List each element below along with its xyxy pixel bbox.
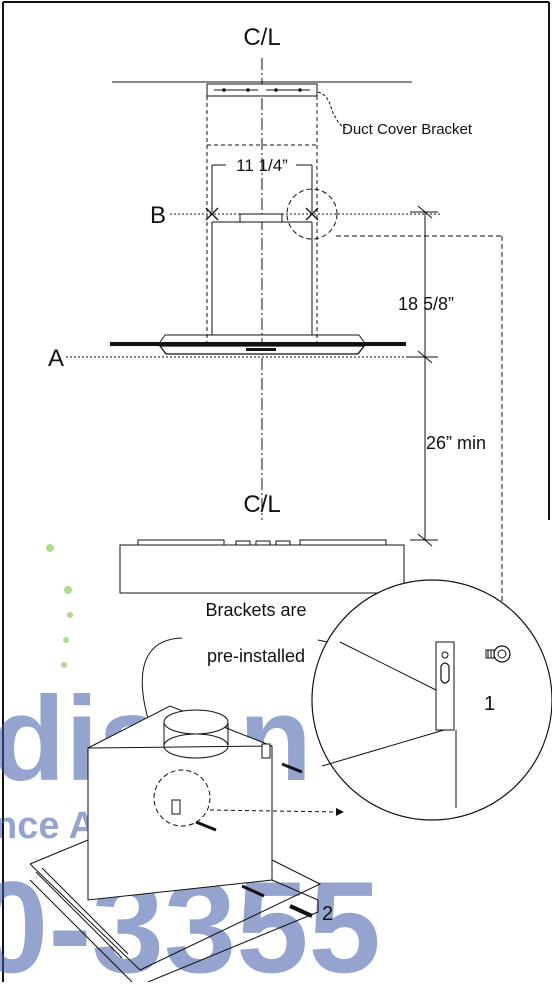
duct-cover-bracket-label: Duct Cover Bracket	[342, 121, 473, 138]
height-dimension: 18 5/8” 26” min	[398, 205, 486, 547]
detail-circle: 1	[311, 579, 552, 821]
brackets-note: Brackets are pre-installed	[141, 600, 431, 791]
step-1-label: 1	[484, 693, 495, 715]
duct-cover-outline	[206, 96, 318, 345]
point-b-label: B	[150, 202, 166, 229]
duct-cover-bracket: Duct Cover Bracket	[112, 81, 473, 138]
step-2-label: 2	[322, 903, 333, 925]
width-dimension: 11 1/4”	[211, 156, 313, 212]
centerline: C/L C/L	[243, 24, 281, 520]
watermark-dot	[64, 586, 72, 594]
height-dim-label: 18 5/8”	[398, 294, 454, 314]
width-dim-label: 11 1/4”	[236, 156, 288, 175]
detail-leader	[336, 235, 506, 616]
cooktop	[119, 539, 405, 594]
watermark-dot	[61, 662, 67, 668]
point-b: B	[150, 188, 440, 240]
brackets-note-line1: Brackets are	[205, 600, 306, 620]
hood-canopy: A	[48, 334, 410, 372]
watermark-dot	[46, 544, 54, 552]
centerline-top-label: C/L	[243, 24, 280, 51]
watermark-dot	[67, 612, 73, 618]
min-dim-label: 26” min	[426, 433, 486, 453]
point-a-label: A	[48, 345, 64, 372]
watermark-dot	[63, 637, 69, 643]
brackets-note-line2: pre-installed	[207, 646, 305, 666]
screw-icon	[485, 645, 511, 663]
centerline-bottom-label: C/L	[243, 491, 280, 518]
hood-body: 2	[29, 705, 344, 983]
